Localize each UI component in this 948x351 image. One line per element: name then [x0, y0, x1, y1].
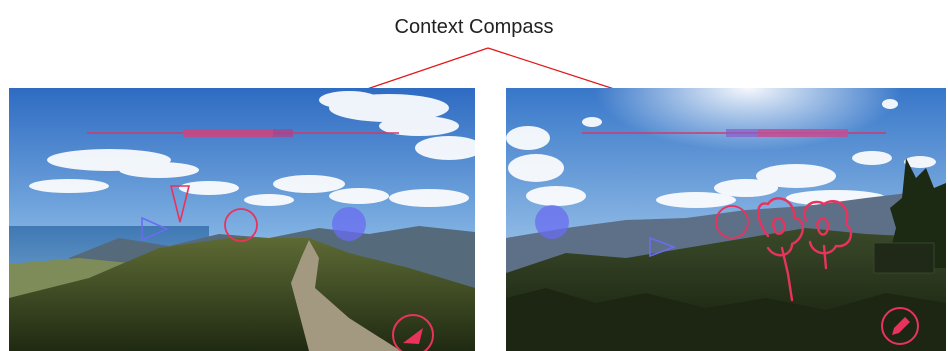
triangle-marker-blue[interactable] — [649, 236, 677, 258]
circle-marker-blue[interactable] — [535, 205, 569, 239]
circle-marker-red[interactable] — [715, 205, 749, 239]
triangle-marker-red[interactable] — [169, 185, 191, 223]
pencil-icon[interactable] — [881, 307, 919, 345]
trail — [291, 240, 401, 351]
right-photo-view[interactable] — [506, 88, 946, 351]
left-photo-view[interactable] — [9, 88, 475, 351]
signpost — [873, 242, 935, 274]
compass-band-highlight — [758, 129, 848, 137]
location-arrow-icon[interactable] — [392, 314, 434, 351]
circle-marker-blue[interactable] — [332, 207, 366, 241]
compass-band-highlight — [183, 129, 273, 137]
page-title: Context Compass — [394, 16, 554, 38]
hill — [9, 238, 475, 351]
circle-marker-red[interactable] — [224, 208, 258, 242]
foreground-bushes — [506, 288, 946, 351]
clouds — [29, 91, 475, 207]
context-compass — [87, 129, 399, 137]
sketch-annotation — [757, 197, 853, 302]
triangle-marker-blue[interactable] — [141, 216, 169, 242]
clouds — [506, 99, 936, 208]
context-compass — [582, 129, 886, 137]
tree — [886, 158, 946, 268]
